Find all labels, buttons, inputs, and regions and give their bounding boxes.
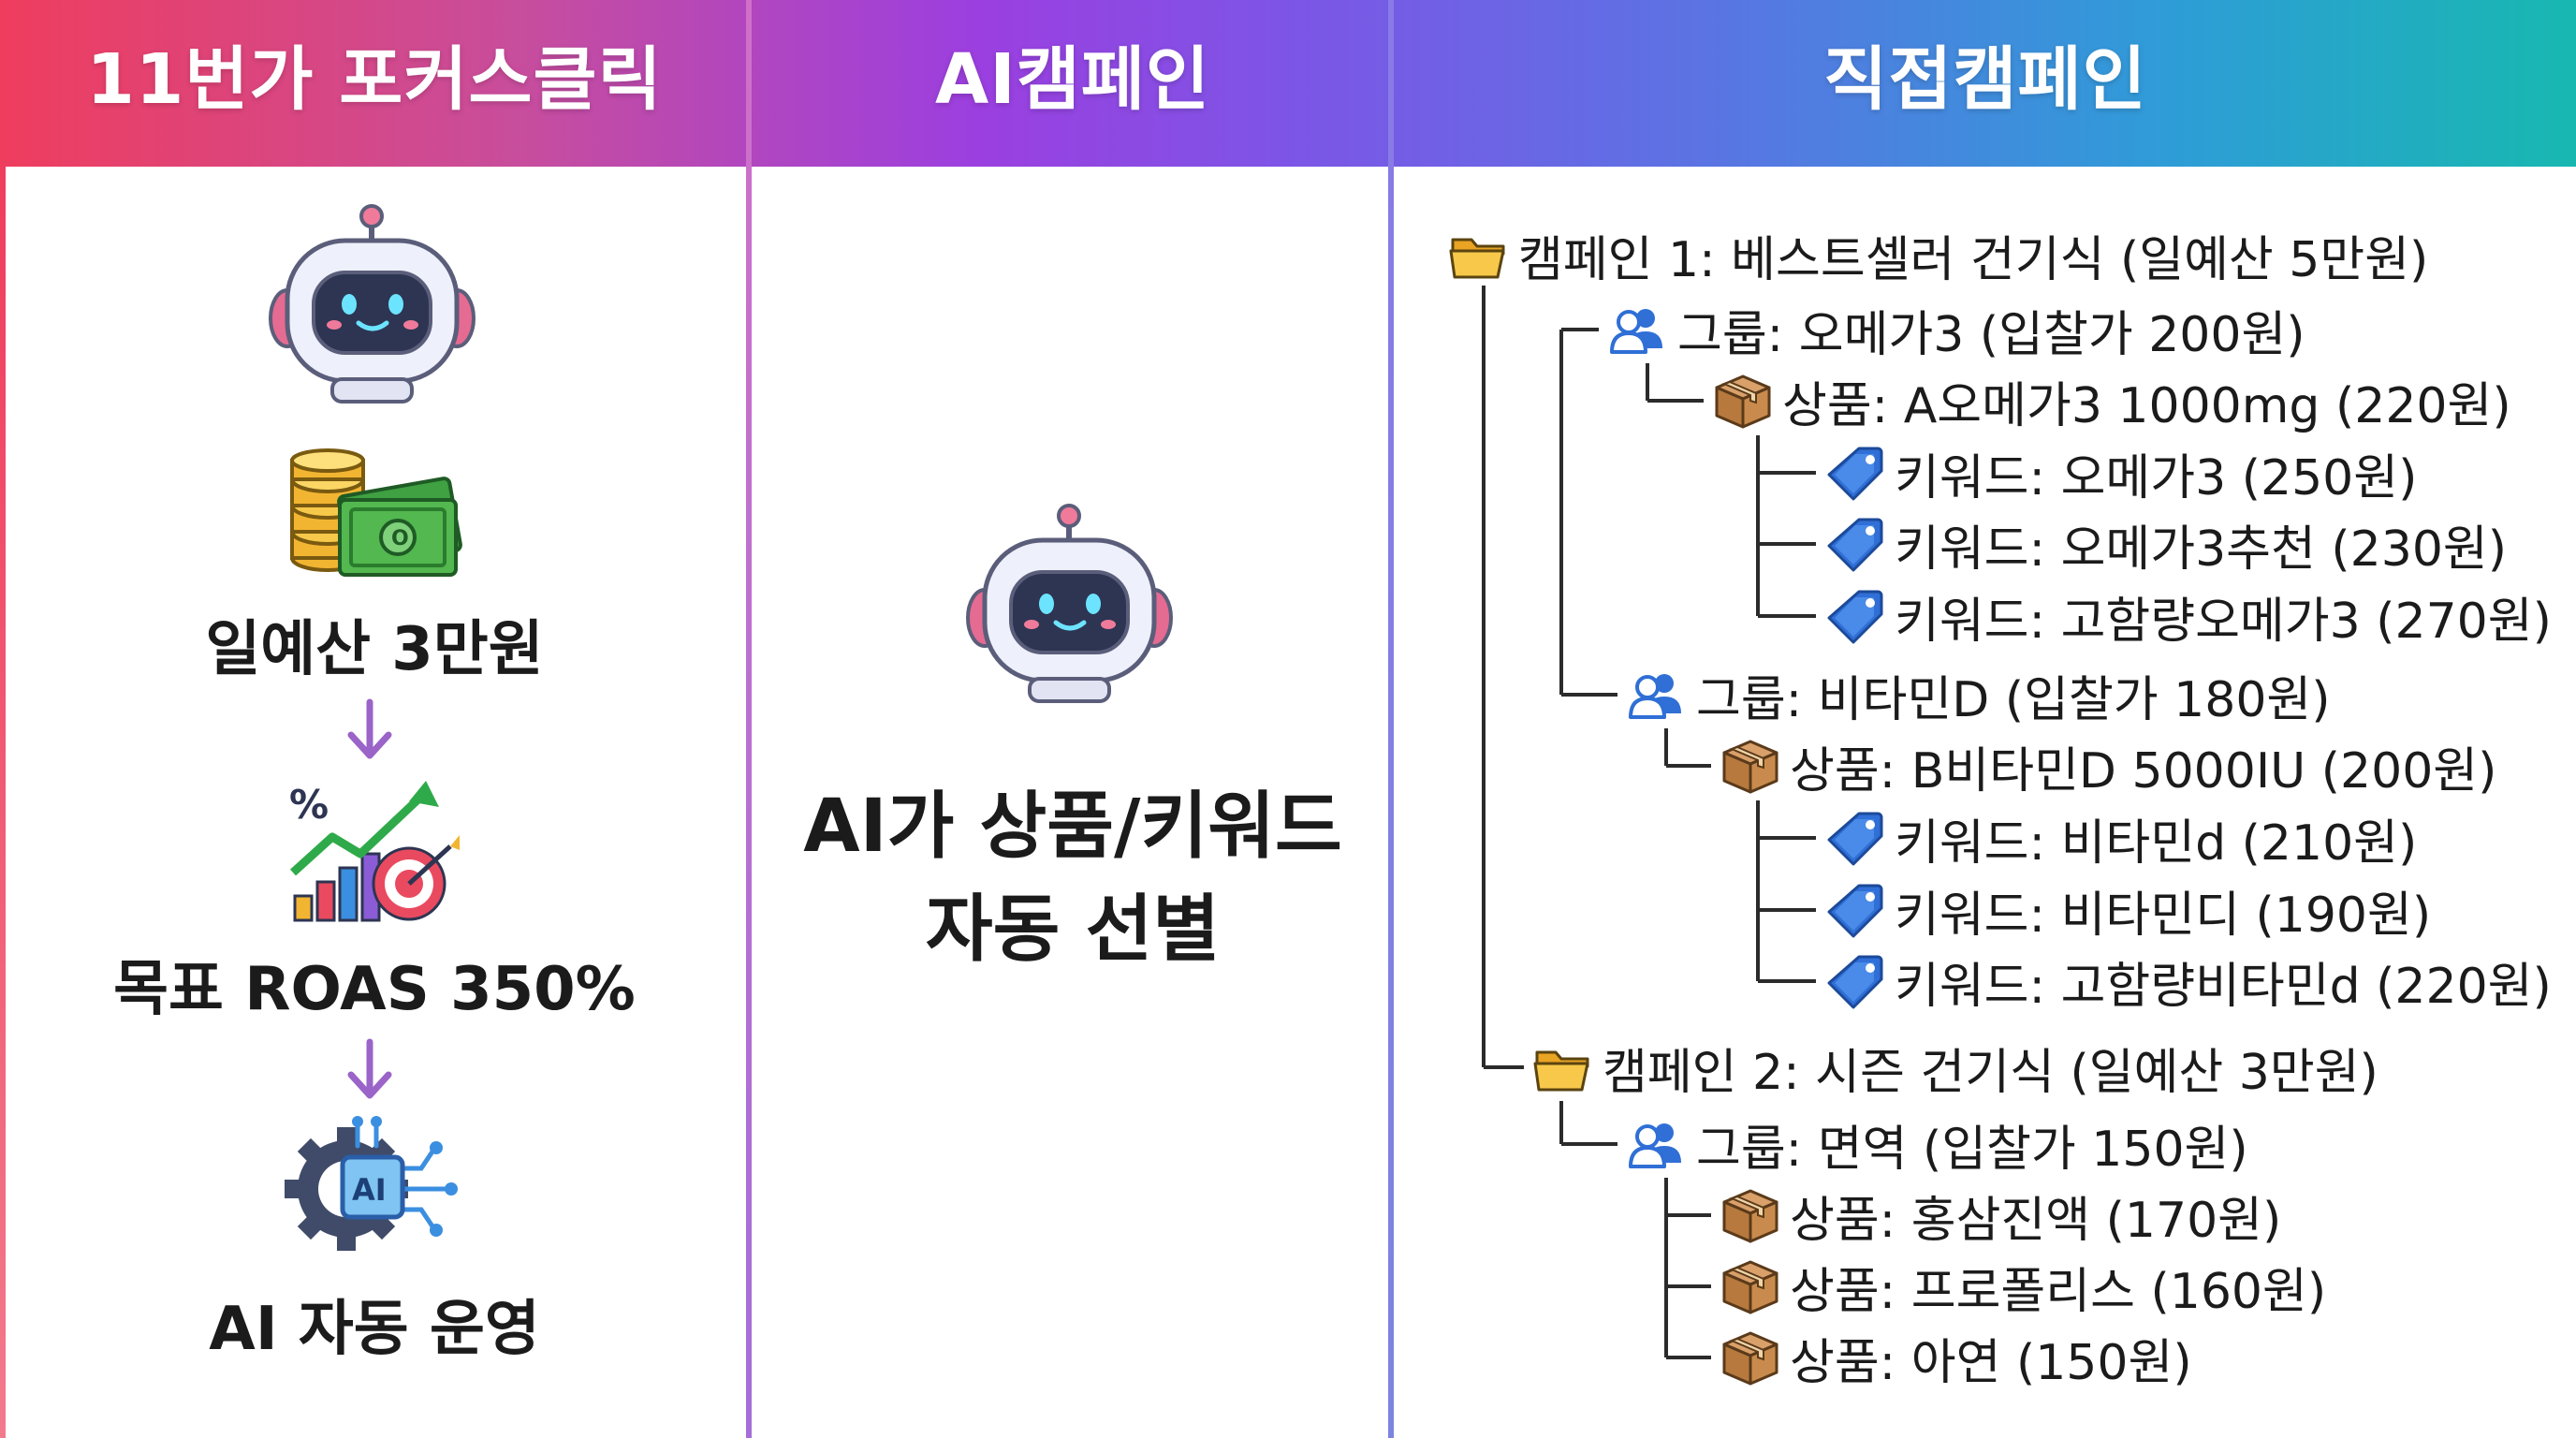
- users-icon: [1608, 301, 1668, 358]
- tree-keyword: 키워드: 고함량오메가3 (270원): [1825, 582, 2552, 650]
- tree-campaign: 캠페인 1: 베스트셀러 건기식 (일예산 5만원): [1449, 221, 2428, 288]
- box-icon: [1720, 1329, 1780, 1386]
- box-icon: [1720, 1258, 1780, 1314]
- tree-node-label: 상품: 아연 (150원): [1790, 1323, 2192, 1393]
- tree-product: 상품: 아연 (150원): [1720, 1324, 2192, 1391]
- tree-node-label: 키워드: 비타민디 (190원): [1895, 875, 2431, 946]
- folder-icon: [1533, 1039, 1593, 1095]
- tree-group: 그룹: 비타민D (입찰가 180원): [1627, 661, 2331, 728]
- tree-group: 그룹: 면역 (입찰가 150원): [1627, 1110, 2248, 1178]
- tag-icon: [1825, 588, 1885, 644]
- tree-node-label: 상품: 프로폴리스 (160원): [1790, 1252, 2326, 1322]
- folder-icon: [1449, 227, 1509, 283]
- tree-product: 상품: A오메가3 1000mg (220원): [1713, 367, 2511, 434]
- tree-node-label: 그룹: 비타민D (입찰가 180원): [1696, 660, 2331, 730]
- tree-node-label: 키워드: 오메가3 (250원): [1895, 438, 2417, 508]
- tree-node-label: 그룹: 면역 (입찰가 150원): [1696, 1109, 2248, 1180]
- users-icon: [1627, 667, 1687, 723]
- tree-product: 상품: 홍삼진액 (170원): [1720, 1181, 2281, 1249]
- box-icon: [1713, 373, 1773, 429]
- tree-node-label: 키워드: 고함량비타민d (220원): [1895, 946, 2552, 1017]
- tree-node-label: 상품: 홍삼진액 (170원): [1790, 1181, 2281, 1251]
- box-icon: [1720, 738, 1780, 794]
- tag-icon: [1825, 516, 1885, 572]
- tree-campaign: 캠페인 2: 시즌 건기식 (일예산 3만원): [1533, 1034, 2378, 1101]
- tree-node-label: 그룹: 오메가3 (입찰가 200원): [1677, 295, 2305, 365]
- tree-keyword: 키워드: 비타민디 (190원): [1825, 876, 2431, 944]
- tree-keyword: 키워드: 오메가3 (250원): [1825, 439, 2417, 506]
- tag-icon: [1825, 445, 1885, 501]
- tag-icon: [1825, 953, 1885, 1009]
- users-icon: [1627, 1116, 1687, 1172]
- tag-icon: [1825, 810, 1885, 866]
- tree-keyword: 키워드: 비타민d (210원): [1825, 804, 2417, 872]
- tree-node-label: 캠페인 2: 시즌 건기식 (일예산 3만원): [1603, 1033, 2378, 1103]
- tag-icon: [1825, 882, 1885, 938]
- tree-node-label: 키워드: 고함량오메가3 (270원): [1895, 581, 2552, 652]
- tree-keyword: 키워드: 오메가3추천 (230원): [1825, 510, 2507, 578]
- tree-group: 그룹: 오메가3 (입찰가 200원): [1608, 296, 2305, 363]
- tree-node-label: 상품: B비타민D 5000IU (200원): [1790, 731, 2496, 801]
- tree-node-label: 캠페인 1: 베스트셀러 건기식 (일예산 5만원): [1518, 220, 2428, 290]
- tree-node-label: 키워드: 비타민d (210원): [1895, 803, 2417, 873]
- box-icon: [1720, 1187, 1780, 1243]
- tree-keyword: 키워드: 고함량비타민d (220원): [1825, 947, 2552, 1015]
- tree-node-label: 키워드: 오메가3추천 (230원): [1895, 509, 2507, 580]
- tree-product: 상품: 프로폴리스 (160원): [1720, 1253, 2326, 1320]
- tree-node-label: 상품: A오메가3 1000mg (220원): [1782, 366, 2511, 436]
- tree-product: 상품: B비타민D 5000IU (200원): [1720, 732, 2496, 800]
